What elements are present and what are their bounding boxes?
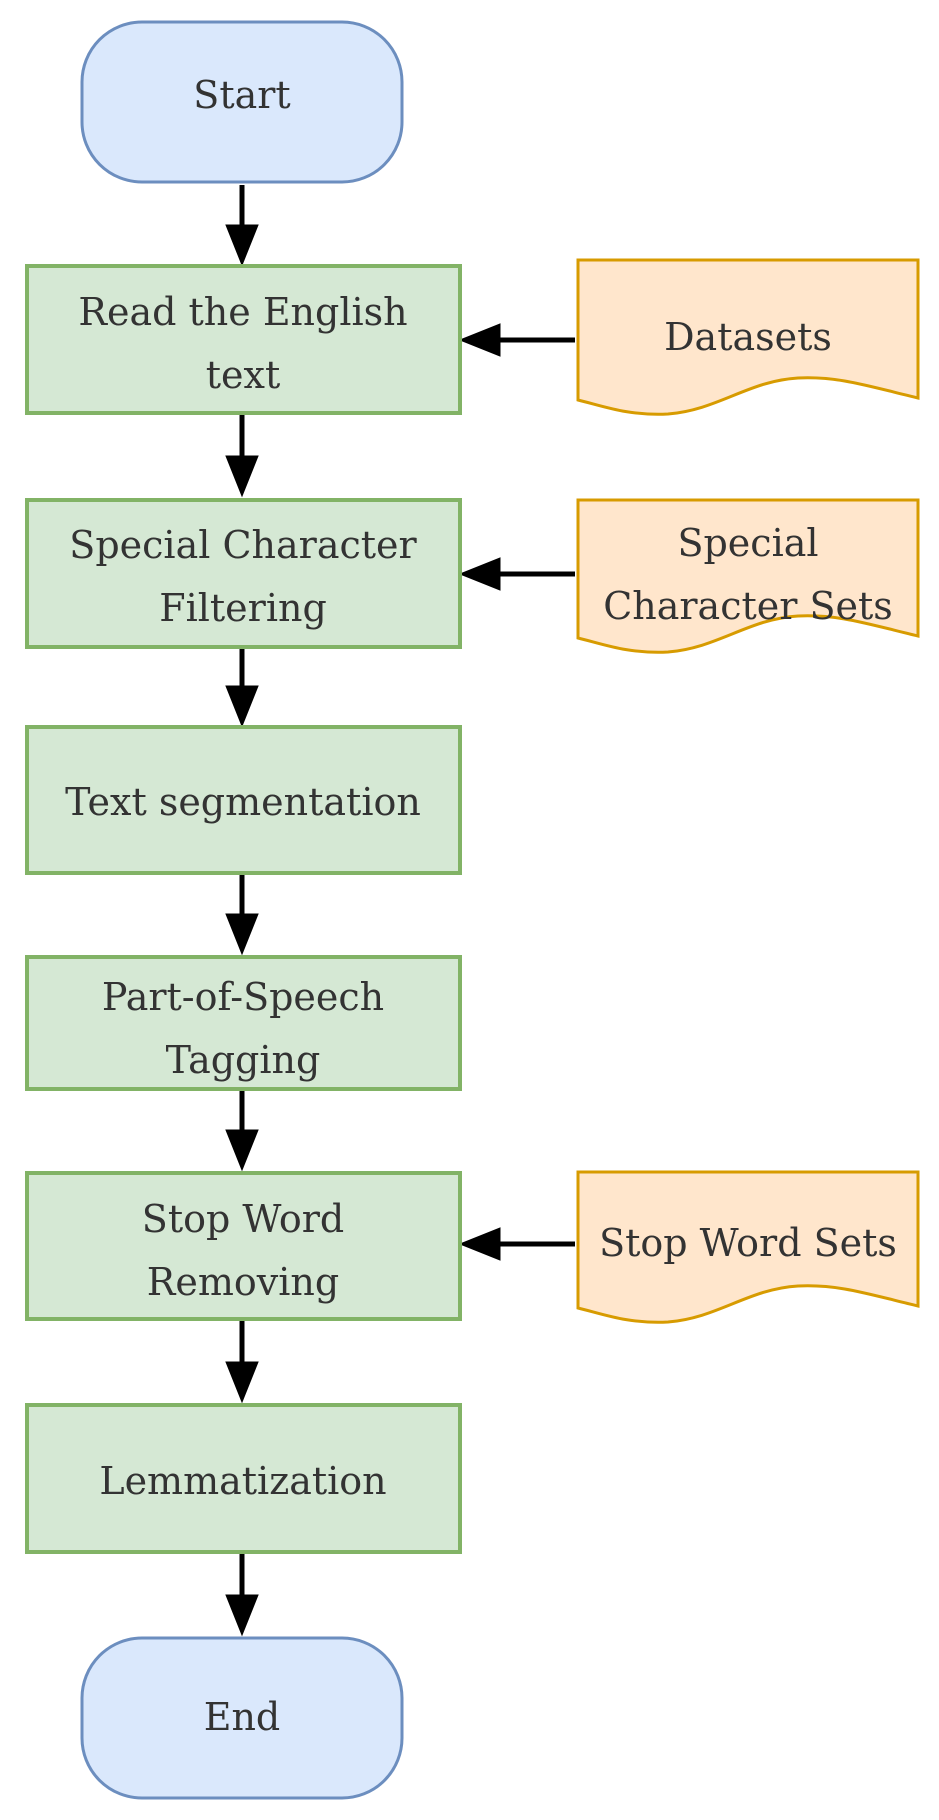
node-pos-tagging: Part-of-Speech Tagging (25, 955, 462, 1091)
node-special-filter-label-line-1: Special Character (69, 523, 417, 567)
node-segmentation-label: Text segmentation (65, 780, 421, 824)
node-stop-word-removing: Stop Word Removing (25, 1171, 462, 1321)
edges (225, 185, 575, 1637)
node-stop-word-removing-label-line-2: Removing (147, 1260, 339, 1304)
node-lemmatization: Lemmatization (25, 1403, 462, 1554)
edge-pos-tagging-to-stop-word-removing (225, 1090, 259, 1172)
node-special-filter-label-line-2: Filtering (159, 586, 327, 630)
node-pos-tagging-label-line-1: Part-of-Speech (102, 975, 384, 1019)
node-special-sets-label-line-1: Special (677, 521, 818, 565)
edge-special-sets-to-special-filter (458, 557, 575, 591)
node-lemmatization-label: Lemmatization (99, 1459, 386, 1503)
node-special-sets: Special Character Sets (576, 498, 920, 654)
node-end-label: End (204, 1695, 281, 1739)
node-read-text-label-line-1: Read the English (78, 290, 407, 334)
edge-lemmatization-to-end (225, 1553, 259, 1637)
node-datasets: Datasets (576, 258, 920, 416)
node-special-sets-label-line-2: Character Sets (603, 584, 893, 628)
node-stop-word-removing-label-line-1: Stop Word (142, 1197, 344, 1241)
edge-segmentation-to-pos-tagging (225, 874, 259, 956)
node-special-filter: Special Character Filtering (25, 498, 462, 649)
edge-datasets-to-read-text (458, 323, 575, 357)
node-datasets-label: Datasets (664, 315, 832, 359)
node-end: End (80, 1636, 404, 1800)
node-read-text: Read the English text (25, 264, 462, 415)
edge-special-filter-to-segmentation (225, 648, 259, 728)
node-segmentation: Text segmentation (25, 725, 462, 875)
edge-stop-word-sets-to-stop-word-removing (458, 1227, 575, 1261)
node-read-text-label-line-2: text (206, 353, 280, 397)
edge-stop-word-removing-to-lemmatization (225, 1320, 259, 1404)
node-start: Start (80, 20, 404, 184)
node-stop-word-sets: Stop Word Sets (576, 1170, 920, 1324)
node-start-label: Start (193, 73, 290, 117)
node-pos-tagging-label-line-2: Tagging (166, 1038, 321, 1082)
node-stop-word-sets-label: Stop Word Sets (599, 1221, 897, 1265)
edge-start-to-read-text (225, 185, 259, 267)
edge-read-text-to-special-filter (225, 414, 259, 498)
